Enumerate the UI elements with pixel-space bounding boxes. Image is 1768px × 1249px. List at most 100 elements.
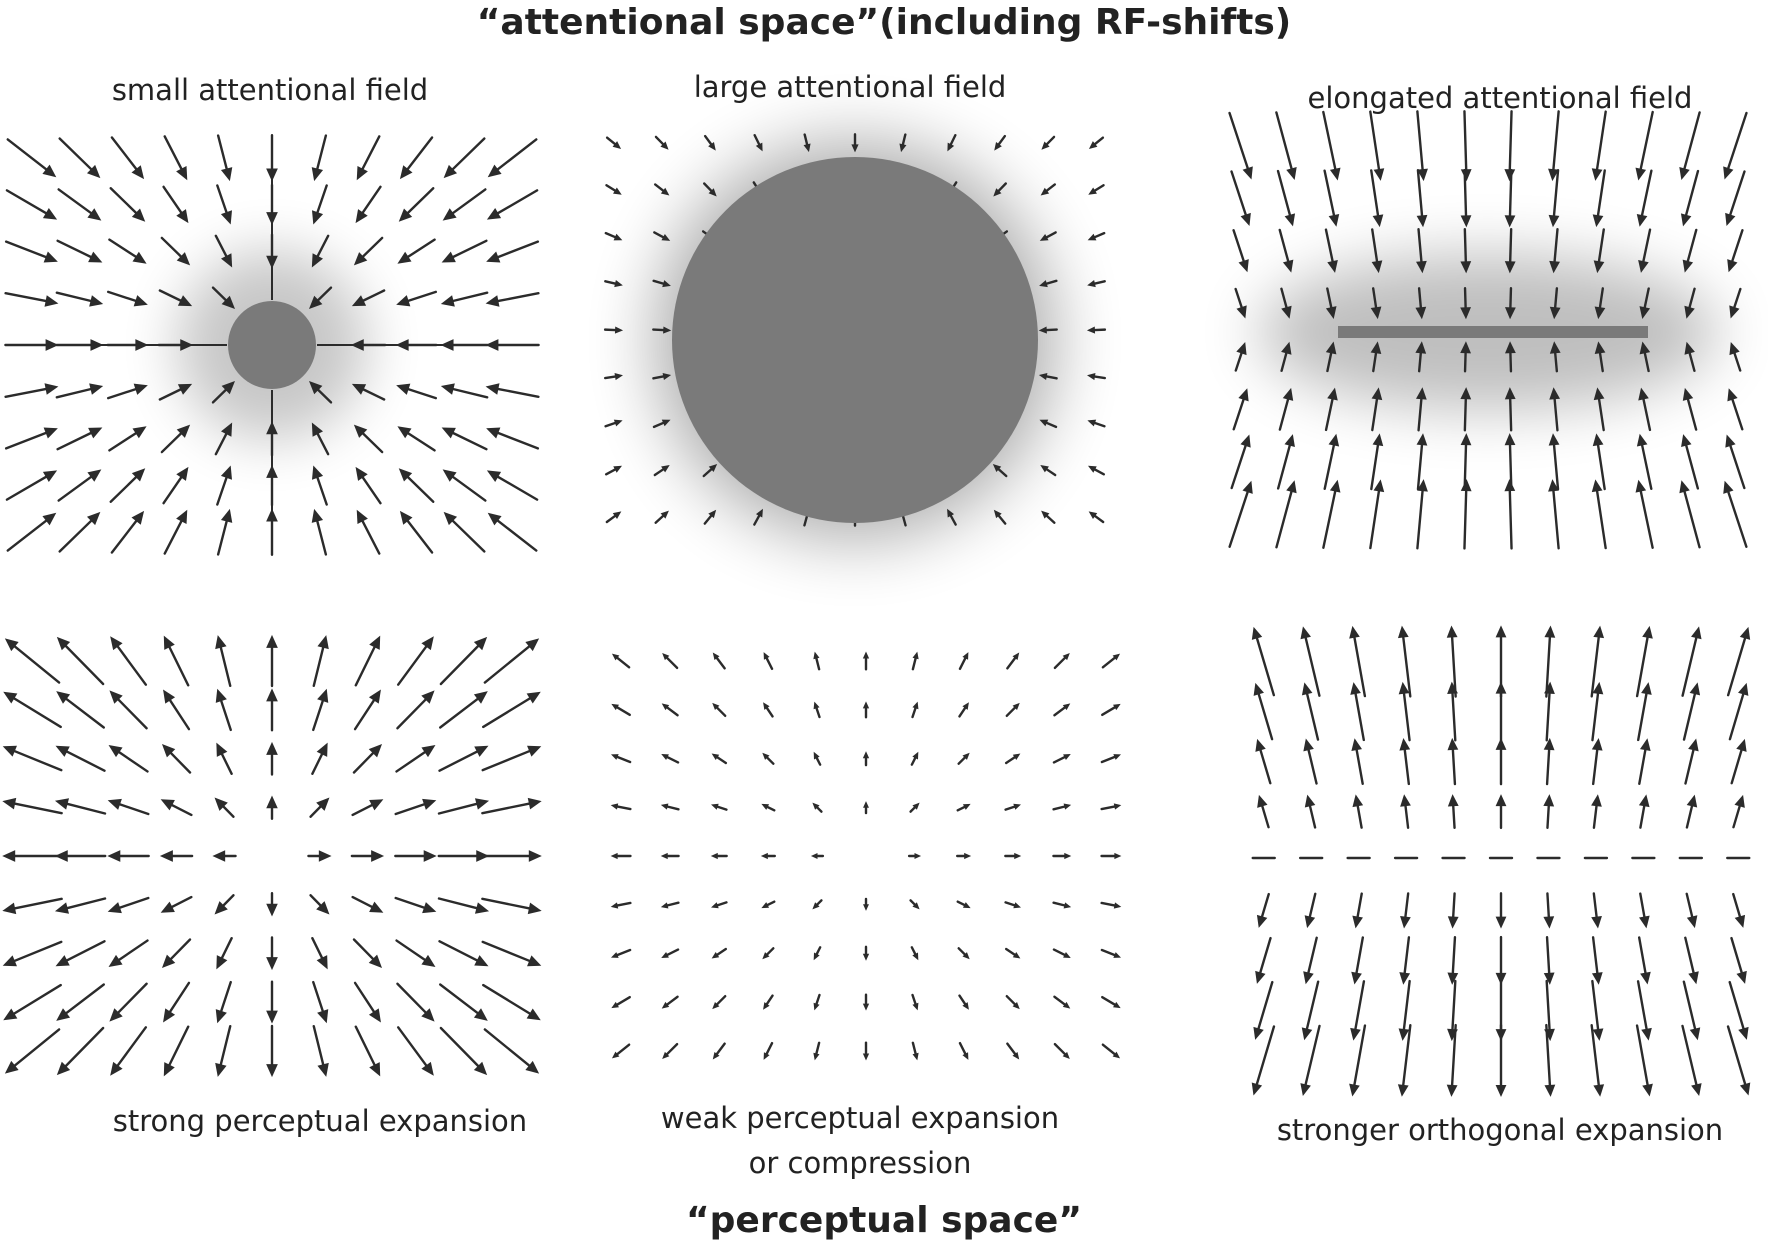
expanding-arrow	[911, 701, 919, 719]
expanding-arrow	[1100, 803, 1122, 811]
expanding-arrow	[163, 1025, 190, 1077]
converging-arrow	[487, 512, 538, 552]
converging-arrow	[160, 236, 191, 266]
vector-field-elongated-attentional	[1228, 110, 1748, 550]
expanding-arrow	[1052, 852, 1072, 860]
converging-arrow	[4, 292, 59, 307]
expanding-arrow	[1053, 703, 1071, 717]
converging-arrow	[487, 138, 538, 178]
expanding-arrow	[1350, 980, 1366, 1041]
converging-arrow	[1324, 387, 1338, 432]
converging-arrow	[355, 185, 382, 224]
expanding-arrow	[56, 691, 106, 729]
expanding-arrow	[266, 1024, 278, 1078]
converging-arrow	[1371, 387, 1383, 432]
expanding-arrow	[1495, 681, 1507, 742]
expanding-arrow	[1006, 652, 1020, 670]
expanding-arrow	[483, 638, 540, 684]
converging-arrow	[1504, 287, 1516, 320]
expanding-arrow	[1398, 979, 1411, 1041]
expanding-arrow	[396, 982, 435, 1022]
expanding-arrow	[108, 745, 149, 773]
converging-arrow	[1682, 228, 1698, 273]
elongated-attention-field	[1338, 326, 1648, 338]
expanding-arrow	[161, 938, 192, 969]
expanding-arrow	[813, 651, 821, 671]
expanding-arrow	[712, 1042, 726, 1060]
expanding-arrow	[1446, 1023, 1458, 1097]
converging-arrow	[1549, 228, 1560, 274]
converging-arrow	[55, 383, 104, 399]
converging-arrow	[1325, 341, 1337, 373]
expanding-arrow	[1398, 681, 1411, 742]
expanding-arrow	[438, 745, 489, 772]
converging-arrow	[1086, 326, 1107, 334]
converging-arrow	[1504, 433, 1516, 491]
converging-arrow	[108, 238, 147, 264]
converging-arrow	[1324, 228, 1338, 273]
expanding-arrow	[958, 994, 969, 1010]
converging-arrow	[110, 510, 145, 554]
expanding-arrow	[1352, 794, 1364, 829]
converging-arrow	[947, 508, 957, 526]
converging-arrow	[1088, 136, 1105, 150]
converging-arrow	[5, 470, 58, 501]
converging-arrow	[158, 289, 193, 307]
converging-arrow	[1638, 387, 1652, 432]
expanding-arrow	[711, 901, 728, 909]
expanding-arrow	[910, 946, 919, 961]
converging-arrow	[398, 468, 435, 503]
expanding-arrow	[810, 853, 825, 859]
converging-arrow	[654, 510, 669, 524]
converging-arrow	[399, 136, 434, 180]
expanding-arrow	[1638, 738, 1651, 785]
converging-arrow	[603, 372, 623, 381]
converging-arrow	[753, 508, 763, 526]
expanding-arrow	[1350, 682, 1365, 742]
converging-arrow	[308, 286, 333, 310]
expanding-arrow	[712, 702, 727, 717]
converging-arrow	[1275, 111, 1297, 181]
expanding-arrow	[107, 798, 150, 816]
expanding-arrow	[1544, 1023, 1556, 1097]
expanding-arrow	[1639, 892, 1650, 929]
converging-arrow	[441, 239, 488, 263]
expanding-arrow	[710, 852, 728, 860]
expanding-arrow	[1730, 738, 1747, 785]
converging-arrow	[485, 383, 540, 398]
expanding-arrow	[1726, 1025, 1751, 1096]
expanding-arrow	[1300, 1024, 1321, 1097]
expanding-arrow	[1100, 852, 1122, 860]
expanding-arrow	[1495, 892, 1507, 929]
expanding-arrow	[1053, 1042, 1070, 1059]
expanding-arrow	[216, 742, 233, 775]
converging-arrow	[1723, 480, 1748, 548]
converging-arrow	[158, 383, 193, 401]
label-large-attentional-field: large attentional field	[693, 70, 1007, 104]
expanding-arrow	[394, 896, 437, 914]
converging-arrow	[397, 238, 436, 264]
converging-arrow	[1416, 479, 1428, 550]
expanding-arrow	[1053, 995, 1071, 1009]
converging-arrow	[1725, 170, 1746, 226]
expanding-arrow	[1728, 682, 1749, 741]
expanding-arrow	[1544, 681, 1555, 742]
converging-arrow	[1416, 228, 1427, 274]
expanding-arrow	[862, 701, 870, 719]
expanding-arrow	[56, 983, 106, 1021]
converging-arrow	[311, 234, 330, 268]
converging-arrow	[1087, 465, 1106, 476]
converging-arrow	[1323, 169, 1340, 227]
converging-arrow	[1276, 434, 1295, 490]
expanding-arrow	[481, 850, 542, 862]
converging-arrow	[6, 138, 57, 178]
converging-arrow	[160, 424, 191, 454]
expanding-arrow	[1447, 892, 1459, 929]
expanding-arrow	[761, 900, 776, 909]
converging-arrow	[1548, 479, 1560, 550]
converging-arrow	[1369, 479, 1385, 550]
converging-arrow	[1723, 111, 1748, 180]
expanding-arrow	[352, 938, 383, 969]
expanding-arrow	[1351, 936, 1365, 985]
converging-arrow	[1040, 464, 1057, 477]
